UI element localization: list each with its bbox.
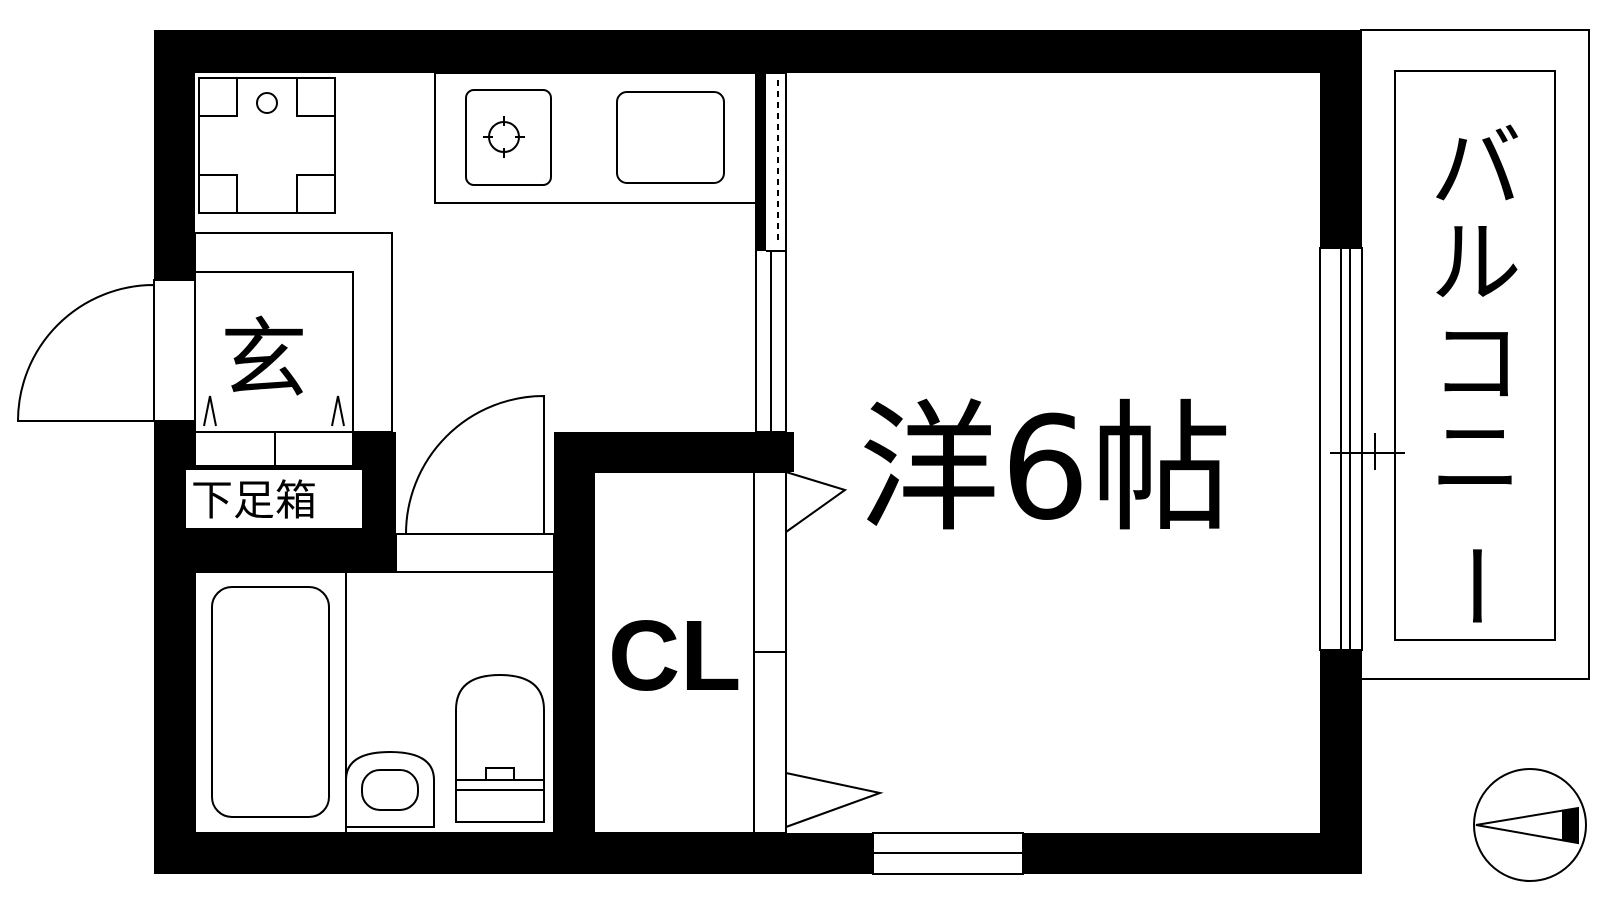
shoe-box-label: 下足箱: [191, 476, 317, 525]
outer-walls: [154, 30, 1362, 874]
balcony-label-char-4: ニ: [1430, 405, 1522, 512]
balcony: [1360, 29, 1590, 680]
entrance: 玄: [194, 232, 393, 433]
closet-label: CL: [608, 600, 741, 712]
room-door-arrows: [785, 471, 884, 828]
bath-door[interactable]: [395, 394, 555, 573]
kitchen-counter: [434, 72, 757, 204]
entrance-label: 玄: [220, 308, 308, 411]
north-arrow-icon: [1473, 768, 1587, 882]
closet: CL: [593, 471, 787, 834]
bathroom: [194, 571, 555, 834]
kitchen-partition: [755, 72, 787, 433]
western-room: 洋6帖: [858, 387, 1232, 552]
entrance-door[interactable]: [16, 279, 196, 422]
western-room-label: 洋6帖: [858, 387, 1232, 552]
balcony-label-char-3: コ: [1430, 310, 1522, 417]
balcony-label: バ ル コ ニ ー: [1420, 115, 1527, 632]
bottom-window: [872, 832, 1024, 875]
shoe-box: 下足箱: [180, 431, 396, 534]
gas-burner-icon: [483, 116, 525, 158]
bathtub-icon: [211, 586, 330, 818]
sink-icon: [616, 91, 725, 184]
balcony-label-char-5: ー: [1420, 540, 1527, 632]
washbasin-icon: [345, 750, 435, 828]
balcony-window[interactable]: [1319, 247, 1405, 651]
balcony-label-char-2: ル: [1430, 210, 1522, 317]
balcony-label-char-1: バ: [1430, 115, 1522, 222]
fridge-space-icon: [198, 77, 336, 214]
toilet-icon: [455, 673, 545, 823]
